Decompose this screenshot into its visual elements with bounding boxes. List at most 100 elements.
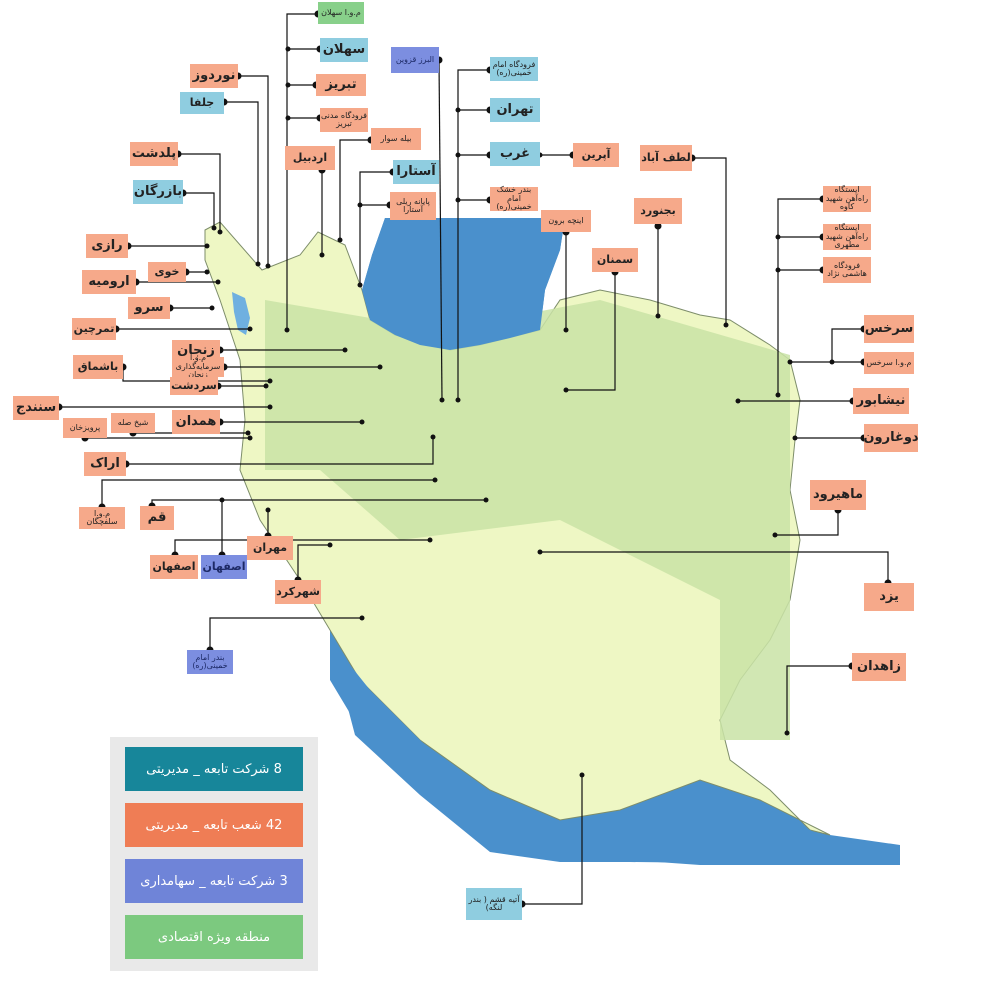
label-tamarchin: تمرچین <box>72 318 116 340</box>
label-sheikh-saleh: شیخ صله <box>111 413 155 433</box>
label-astara: آستارا <box>393 160 439 184</box>
label-mva-sarakhs: م.و.ا سرخس <box>864 352 914 374</box>
leader-line-mva-salafchegan <box>101 479 435 507</box>
leader-dot-sardasht <box>263 383 269 389</box>
leader-dot-tehran <box>455 107 461 113</box>
leader-line-semnan <box>566 272 616 391</box>
leader-dot-parvizkhan <box>247 435 253 441</box>
label-bojnurd: بجنورد <box>634 198 682 224</box>
leader-line-alborz-qazvin <box>438 59 443 401</box>
leader-dot-isfahan-holding <box>219 497 225 503</box>
leader-dot-bojnurd <box>655 313 661 319</box>
legend-item-branches-managerial: 42 شعب تابعه _ مدیریتی <box>125 803 303 847</box>
label-parvizkhan: پرویزخان <box>63 418 107 438</box>
label-tabriz: تبریز <box>316 74 366 96</box>
leader-line-bileh-savar <box>339 139 371 240</box>
legend-item-companies-managerial: 8 شرکت تابعه _ مدیریتی <box>125 747 303 791</box>
leader-line-lotfabad <box>692 157 727 325</box>
label-dogharoun: دوغارون <box>863 424 919 452</box>
leader-dot-sanandaj <box>267 404 273 410</box>
leader-dot-semnan <box>563 387 569 393</box>
leader-line-qeshm <box>522 775 583 905</box>
leader-dot-zanjan <box>342 347 348 353</box>
label-mashhad-rail: ایستگاه راه‌آهن شهید کاوه <box>823 186 871 212</box>
label-sanandaj: سنندج <box>13 396 59 420</box>
leader-dot-mva-sarakhs <box>829 359 835 365</box>
leader-dot-sheikh-saleh <box>245 430 251 436</box>
leader-dot-mahirud <box>772 532 778 538</box>
leader-dot-jolfa <box>255 261 261 267</box>
label-tehran-dry-port: بندر خشک امام خمینی(ره) <box>490 186 538 211</box>
label-bandar-imam: بندر امام خمینی(ره) <box>187 650 233 674</box>
label-alborz-qazvin: البرز قزوین <box>391 47 439 73</box>
leader-dot-sahlan <box>285 46 291 52</box>
leader-line-mahirud <box>775 510 839 536</box>
label-sahlan: سهلان <box>320 38 368 62</box>
leader-line-nowrooz <box>238 75 269 266</box>
label-khoy: خوی <box>148 262 186 282</box>
lake-urmia <box>232 292 250 335</box>
label-bazargan: بازرگان <box>133 180 183 204</box>
leader-line-imam-airport <box>457 69 490 400</box>
label-isfahan-holding: اصفهان <box>201 555 247 579</box>
leader-dot-imam-airport <box>455 397 461 403</box>
leader-dot-hamedan <box>359 419 365 425</box>
label-aprin: آپرین <box>573 143 619 167</box>
leader-dot-gharb <box>455 152 461 158</box>
leader-dot-astara-rail <box>357 202 363 208</box>
label-tabriz-airport: فرودگاه مدنی تبریز <box>320 108 368 132</box>
label-bashmaq: باشماق <box>73 355 123 379</box>
leader-dot-bojnurd <box>654 222 662 230</box>
leader-dot-mashhad-rail <box>775 392 781 398</box>
leader-dot-sarakhs <box>787 359 793 365</box>
leader-line-jolfa <box>224 101 259 264</box>
leader-dot-khoy <box>204 269 210 275</box>
leader-line-astara <box>359 171 393 285</box>
label-zahedan: زاهدان <box>852 653 906 681</box>
leader-line-piranshahr <box>178 153 221 232</box>
leader-dot-isfahan-branch <box>427 537 433 543</box>
leader-dot-astara <box>357 282 363 288</box>
leader-dot-alborz-qazvin <box>439 397 445 403</box>
leader-dot-urmia <box>215 279 221 285</box>
leader-dot-tabriz <box>285 82 291 88</box>
label-imam-airport: فرودگاه امام خمینی(ره) <box>490 57 538 81</box>
leader-dot-mva-sahlan <box>284 327 290 333</box>
label-isfahan-branch: اصفهان <box>150 555 198 579</box>
leader-dot-tehran-dry-port <box>455 197 461 203</box>
leader-dot-piranshahr <box>217 229 223 235</box>
leader-dot-tabriz-airport <box>285 115 291 121</box>
leader-dot-sero <box>209 305 215 311</box>
label-mashhad-airport: فرودگاه هاشمی نژاد <box>823 257 871 283</box>
leader-dot-mashhad-rail2 <box>775 234 781 240</box>
leader-dot-dogharoun <box>792 435 798 441</box>
leader-dot-zanjan-mva <box>377 364 383 370</box>
leader-line-bazargan <box>183 192 215 228</box>
label-tehran: تهران <box>490 98 540 122</box>
label-neyshabur: نیشابور <box>853 388 909 414</box>
leader-dot-nowrooz <box>265 263 271 269</box>
leader-dot-shahrekord <box>327 542 333 548</box>
label-yazd: یزد <box>864 583 914 611</box>
label-urmia: ارومیه <box>82 270 136 294</box>
leader-dot-yazd <box>537 549 543 555</box>
legend-item-companies-shareholding: 3 شرکت تابعه _ سهامداری <box>125 859 303 903</box>
leader-dot-mashhad-airport <box>775 267 781 273</box>
label-jolfa: جلفا <box>180 92 224 114</box>
label-mva-salafchegan: م.و.ا سلفچگان <box>79 507 125 529</box>
label-mashhad-rail2: ایستگاه راه‌آهن شهید مطهری <box>823 224 871 250</box>
label-sarakhs: سرخس <box>864 315 914 343</box>
leader-dot-bileh-savar <box>337 237 343 243</box>
label-lotfabad: لطف آباد <box>640 145 692 171</box>
label-shahrekord: شهرکرد <box>275 580 321 604</box>
legend: 8 شرکت تابعه _ مدیریتی 42 شعب تابعه _ مد… <box>110 737 318 971</box>
leader-dot-bazargan <box>211 225 217 231</box>
leader-line-bandar-imam <box>209 617 362 650</box>
leader-dot-incheh-borun <box>563 327 569 333</box>
leader-line-sarakhs <box>790 328 864 363</box>
label-zanjan: زنجان <box>172 340 220 362</box>
leader-dot-mva-salafchegan <box>432 477 438 483</box>
leader-line-bashmaq <box>122 367 270 382</box>
label-incheh-borun: اینچه برون <box>541 210 591 232</box>
leader-line-shahrekord <box>297 544 330 580</box>
